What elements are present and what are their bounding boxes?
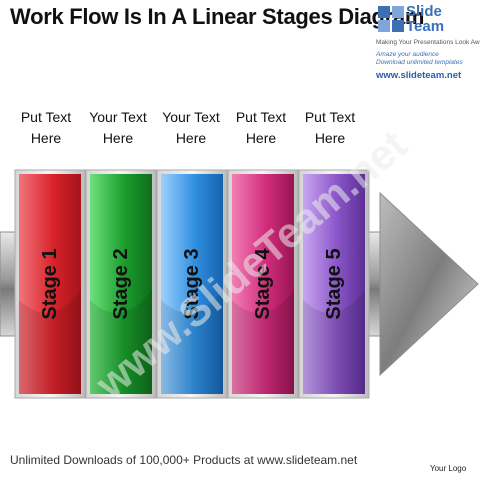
text-label-1-line1: Put Text	[20, 109, 72, 125]
logo-promo-2: Download unlimited templates	[376, 59, 463, 66]
text-label-5-line2: Here	[314, 130, 346, 146]
text-label-1-line2: Here	[30, 130, 62, 146]
logo-promo-1: Amaze your audience	[376, 51, 439, 58]
text-label-3-line2: Here	[175, 130, 207, 146]
text-label-3: Your Text Here	[156, 107, 226, 149]
text-label-1: Put Text Here	[11, 107, 81, 149]
text-label-4: Put Text Here	[226, 107, 296, 149]
text-label-2-line1: Your Text	[89, 109, 147, 125]
stage-3-bar	[161, 174, 223, 394]
text-label-5-line1: Put Text	[304, 109, 356, 125]
stage-5-highlight	[303, 290, 365, 394]
stage-1-label: Stage 1	[39, 248, 61, 320]
logo-word-team: Team	[406, 18, 445, 35]
footer-downloads: Unlimited Downloads of 100,000+ Products…	[10, 453, 358, 467]
stage-3-highlight	[161, 290, 223, 394]
stage-4-label: Stage 4	[252, 248, 274, 320]
text-label-2-line2: Here	[102, 130, 134, 146]
stage-4-highlight	[232, 290, 294, 394]
text-label-3-line1: Your Text	[162, 109, 220, 125]
stage-1-bar	[19, 174, 81, 394]
stage-5-label: Stage 5	[323, 248, 345, 320]
logo-word-slide: Slide	[406, 3, 442, 20]
stage-1-highlight	[19, 290, 81, 394]
text-label-5: Put Text Here	[295, 107, 365, 149]
arrow-head	[379, 191, 479, 377]
text-label-2: Your Text Here	[83, 107, 153, 149]
your-logo-placeholder: Your Logo	[430, 464, 467, 473]
stage-2-highlight	[90, 290, 152, 394]
page-title: Work Flow Is In A Linear Stages Diagram	[10, 4, 425, 29]
stage-5-bar	[303, 174, 365, 394]
stage-3-label: Stage 3	[181, 248, 203, 320]
logo-wordmark: Slide Team	[406, 4, 444, 34]
stage-2-label: Stage 2	[110, 248, 132, 320]
logo-tagline: Making Your Presentations Look Awesome	[376, 39, 480, 46]
logo-url: www.slideteam.net	[376, 70, 462, 81]
text-label-4-line2: Here	[245, 130, 277, 146]
slideteam-logo-icon	[378, 6, 404, 32]
stage-2-bar	[90, 174, 152, 394]
slideteam-logo: Slide Team Making Your Presentations Loo…	[376, 2, 480, 84]
stage-4-bar	[232, 174, 294, 394]
text-label-4-line1: Put Text	[235, 109, 287, 125]
